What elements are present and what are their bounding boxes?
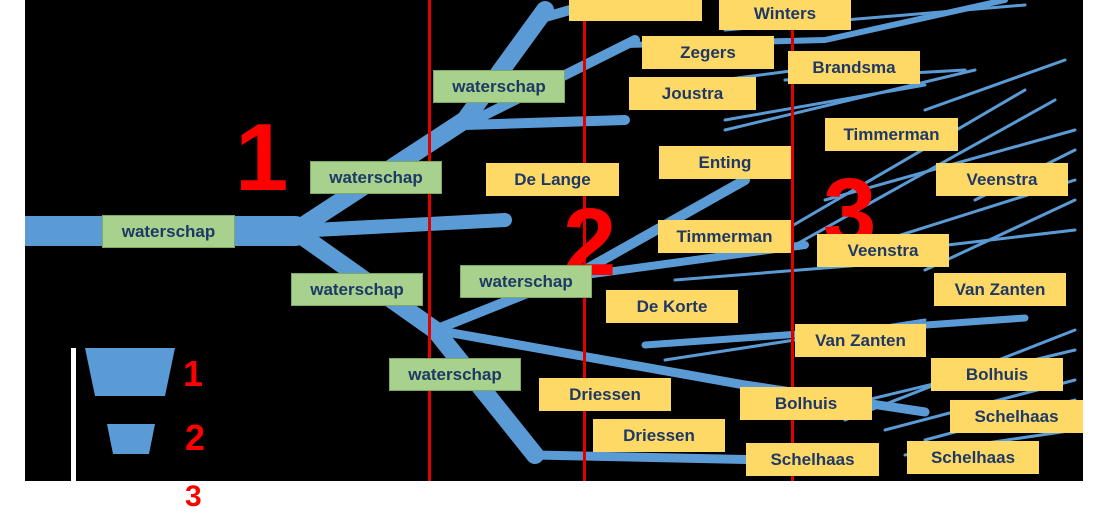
legend-frame-bottom xyxy=(76,481,236,500)
label-owner: Bolhuis xyxy=(931,358,1063,391)
diagram-canvas: 1 2 3 waterschap waterschap waterschap w… xyxy=(25,0,1083,481)
label-waterschap: waterschap xyxy=(433,70,565,103)
label-owner: Enting xyxy=(659,146,791,179)
label-owner-top-cut xyxy=(569,0,702,21)
label-waterschap: waterschap xyxy=(389,358,521,391)
label-owner: Bolhuis xyxy=(740,387,872,420)
zone-divider-1 xyxy=(428,0,431,481)
legend-shape-1 xyxy=(85,348,175,396)
label-waterschap-main: waterschap xyxy=(102,215,235,248)
legend-frame-left xyxy=(71,348,76,500)
label-owner: Joustra xyxy=(629,77,756,110)
label-owner: Schelhaas xyxy=(907,441,1039,474)
label-owner: Veenstra xyxy=(817,234,949,267)
label-waterschap: waterschap xyxy=(460,265,592,298)
label-owner: Driessen xyxy=(593,419,725,452)
label-owner: Van Zanten xyxy=(934,273,1066,306)
primary-branch-middle xyxy=(288,213,512,238)
label-owner: Zegers xyxy=(642,36,774,69)
label-owner: Timmerman xyxy=(658,220,791,253)
label-owner: Schelhaas xyxy=(950,400,1083,433)
legend-shape-2 xyxy=(107,424,155,454)
label-owner: Schelhaas xyxy=(746,443,879,476)
zone-divider-3 xyxy=(791,0,794,481)
label-owner: Veenstra xyxy=(936,163,1068,196)
legend-number-2: 2 xyxy=(185,417,206,458)
label-owner: De Korte xyxy=(606,290,738,323)
legend-number-1: 1 xyxy=(183,353,204,394)
label-owner: Van Zanten xyxy=(795,324,926,357)
legend-shapes xyxy=(85,348,175,454)
label-waterschap: waterschap xyxy=(310,161,442,194)
label-waterschap: waterschap xyxy=(291,273,423,306)
label-owner: De Lange xyxy=(486,163,619,196)
legend-number-3: 3 xyxy=(185,480,202,513)
label-owner: Driessen xyxy=(539,378,671,411)
label-owner: Brandsma xyxy=(788,51,920,84)
zone-divider-2 xyxy=(583,0,586,481)
zone-number-1: 1 xyxy=(235,104,289,211)
label-owner: Winters xyxy=(719,0,851,30)
label-owner: Timmerman xyxy=(825,118,958,151)
